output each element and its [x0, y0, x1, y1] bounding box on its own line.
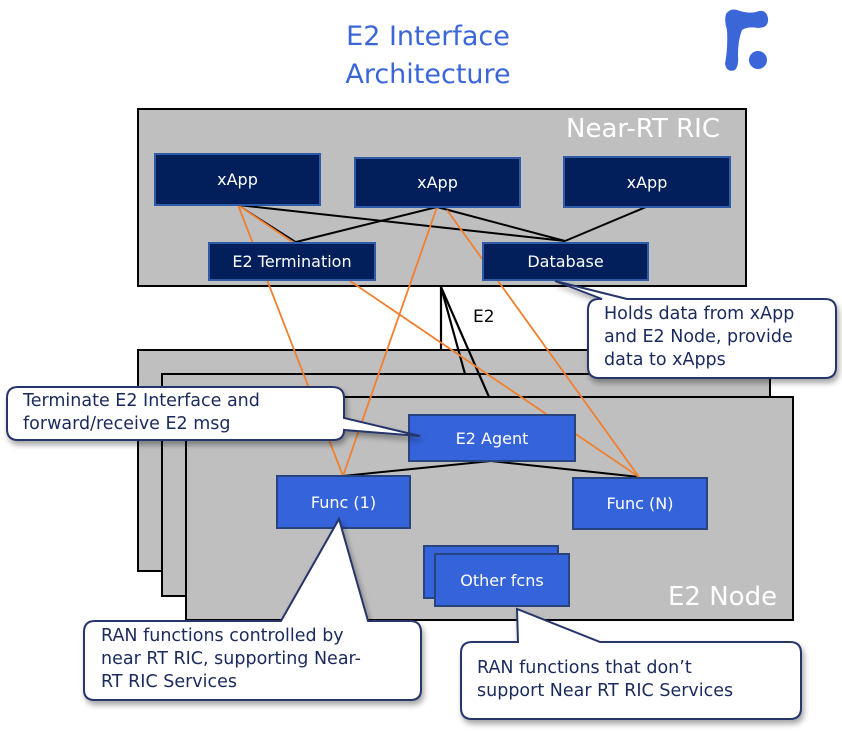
e2-interface-label: E2 [473, 307, 495, 327]
other-fcns-box[interactable]: Other fcns [434, 553, 570, 607]
near-rt-ric-label: Near-RT RIC [566, 114, 720, 144]
title-line-1: E2 Interface [346, 21, 510, 52]
other-fcns-label: Other fcns [460, 570, 544, 590]
database-box[interactable]: Database [482, 242, 649, 281]
callout-database-line: and E2 Node, provide [604, 327, 793, 347]
callout-func-1: RAN functions controlled by near RT RIC,… [101, 625, 361, 694]
e2-agent-box[interactable]: E2 Agent [408, 414, 576, 462]
func-1-label: Func (1) [310, 492, 377, 512]
callout-func-1-line: near RT RIC, supporting Near- [101, 649, 361, 669]
func-1-box[interactable]: Func (1) [276, 475, 411, 529]
callout-other-fcns-line: support Near RT RIC Services [477, 681, 734, 701]
database-label: Database [527, 252, 604, 271]
xapp-box-1[interactable]: xApp [154, 153, 321, 206]
xapp-label-2: xApp [417, 173, 458, 192]
e2-agent-label: E2 Agent [455, 428, 529, 448]
callout-e2-agent-line: forward/receive E2 msg [23, 414, 231, 434]
callout-func-1-line: RAN functions controlled by [101, 626, 344, 646]
xapp-box-2[interactable]: xApp [354, 157, 521, 208]
callout-database-line: Holds data from xApp [604, 304, 795, 324]
e2-termination-label: E2 Termination [232, 252, 352, 271]
diagram-title: E2 Interface Architecture [280, 18, 576, 94]
callout-other-fcns: RAN functions that don’t support Near RT… [477, 657, 733, 703]
callout-database-line: data to xApps [604, 350, 726, 370]
func-n-label: Func (N) [606, 494, 674, 513]
callout-func-1-line: RT RIC Services [101, 672, 238, 692]
callout-e2-agent: Terminate E2 Interface and forward/recei… [23, 390, 260, 436]
xapp-label-1: xApp [217, 170, 258, 189]
callout-other-fcns-line: RAN functions that don’t [477, 658, 692, 678]
brand-logo-icon [725, 9, 769, 71]
callout-database: Holds data from xApp and E2 Node, provid… [604, 303, 794, 372]
xapp-label-3: xApp [626, 172, 668, 192]
e2-termination-box[interactable]: E2 Termination [208, 242, 376, 281]
xapp-box-3[interactable]: xApp [563, 156, 731, 208]
callout-e2-agent-line: Terminate E2 Interface and [23, 391, 260, 411]
func-n-box[interactable]: Func (N) [572, 477, 708, 530]
title-line-2: Architecture [345, 59, 511, 90]
e2-node-label: E2 Node [668, 582, 778, 612]
